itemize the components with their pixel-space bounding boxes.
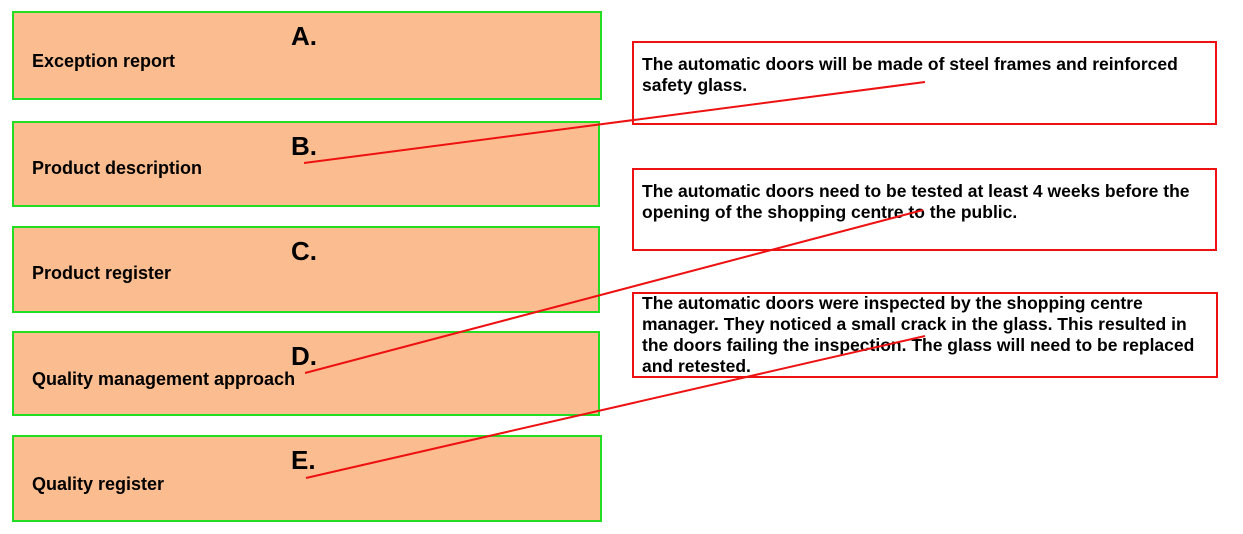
option-label: Quality register xyxy=(32,474,165,494)
target-box-3[interactable]: The automatic doors were inspected by th… xyxy=(632,292,1218,378)
target-text: The automatic doors need to be tested at… xyxy=(642,181,1190,222)
option-label: Product description xyxy=(32,158,203,178)
option-box-d[interactable]: D. Quality management approach xyxy=(12,331,600,416)
option-box-b[interactable]: B. Product description xyxy=(12,121,600,207)
option-letter: E. xyxy=(291,445,316,475)
option-label: Product register xyxy=(32,263,172,283)
option-label: Exception report xyxy=(32,51,176,71)
option-letter: B. xyxy=(291,131,317,161)
option-box-c[interactable]: C. Product register xyxy=(12,226,600,313)
target-box-1[interactable]: The automatic doors will be made of stee… xyxy=(632,41,1217,125)
option-box-a[interactable]: A. Exception report xyxy=(12,11,602,100)
option-label: Quality management approach xyxy=(32,369,296,389)
option-letter: D. xyxy=(291,341,317,371)
option-letter: C. xyxy=(291,236,317,266)
target-text: The automatic doors were inspected by th… xyxy=(642,293,1195,376)
option-letter: A. xyxy=(291,21,317,51)
option-box-e[interactable]: E. Quality register xyxy=(12,435,602,522)
target-box-2[interactable]: The automatic doors need to be tested at… xyxy=(632,168,1217,251)
target-text: The automatic doors will be made of stee… xyxy=(642,54,1178,95)
